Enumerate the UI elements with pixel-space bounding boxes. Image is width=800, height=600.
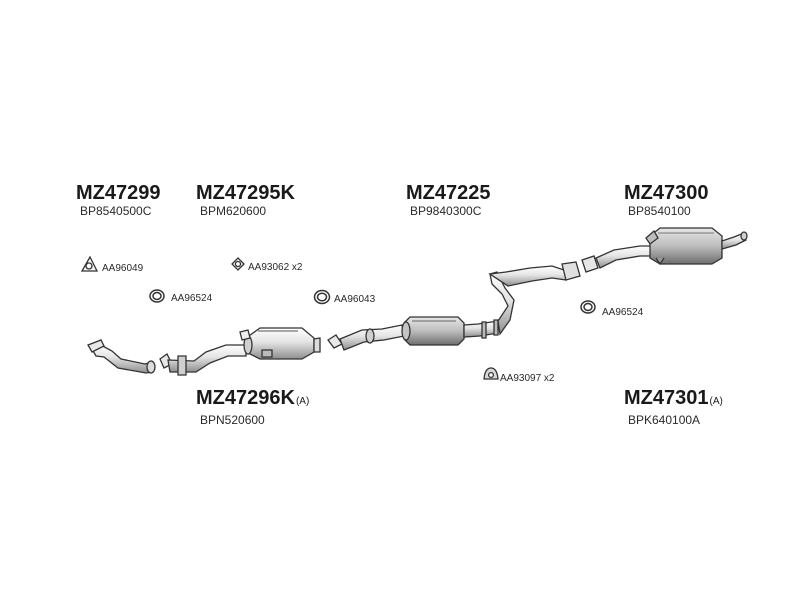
part-reference: BPK640100A — [628, 413, 701, 427]
ring-aa96043-icon — [313, 289, 331, 305]
bolt-aa93062-icon — [231, 257, 245, 271]
part-code: MZ47299 — [76, 182, 161, 204]
small-part-aa96524-right: AA96524 — [602, 307, 644, 318]
part-group-mz47301: MZ47301(A) BPK640100A — [624, 387, 723, 427]
part-code-text: MZ47296K — [196, 387, 295, 409]
ring-aa96524-left-icon — [149, 289, 165, 303]
part-code: MZ47225 — [406, 182, 491, 204]
front-pipe-drawing — [87, 339, 156, 374]
part-reference: BPN520600 — [200, 413, 265, 427]
small-part-aa93097: AA93097 x2 — [500, 373, 555, 384]
part-reference: BP8540500C — [80, 204, 152, 218]
part-code-text: MZ47301 — [624, 387, 709, 409]
part-code: MZ47301(A) — [624, 387, 723, 413]
part-reference: BP9840300C — [410, 204, 482, 218]
small-part-aa93062: AA93062 x2 — [248, 262, 303, 273]
gasket-aa96049-icon — [80, 255, 99, 272]
part-code: MZ47300 — [624, 182, 709, 204]
center-pipe-drawing — [327, 261, 581, 351]
part-code: MZ47295K — [196, 182, 295, 204]
part-suffix: (A) — [709, 396, 723, 407]
hanger-aa93097-icon — [483, 367, 499, 380]
ring-aa96524-right-icon — [580, 300, 596, 314]
part-reference: BP8540100 — [628, 204, 691, 218]
catalytic-converter-drawing — [159, 327, 321, 376]
part-group-mz47295k: MZ47295K BPM620600 — [196, 182, 295, 218]
part-group-mz47296k: MZ47296K(A) BPN520600 — [196, 387, 309, 427]
part-group-mz47225: MZ47225 BP9840300C — [406, 182, 491, 218]
small-part-aa96524-left: AA96524 — [171, 293, 213, 304]
part-suffix: (A) — [295, 396, 310, 407]
small-part-aa96049: AA96049 — [102, 263, 144, 274]
part-code: MZ47296K(A) — [196, 387, 309, 413]
rear-silencer-drawing — [581, 227, 748, 273]
part-group-mz47300: MZ47300 BP8540100 — [624, 182, 709, 218]
small-part-aa96043: AA96043 — [334, 294, 376, 305]
part-reference: BPM620600 — [200, 204, 267, 218]
part-group-mz47299: MZ47299 BP8540500C — [76, 182, 161, 218]
